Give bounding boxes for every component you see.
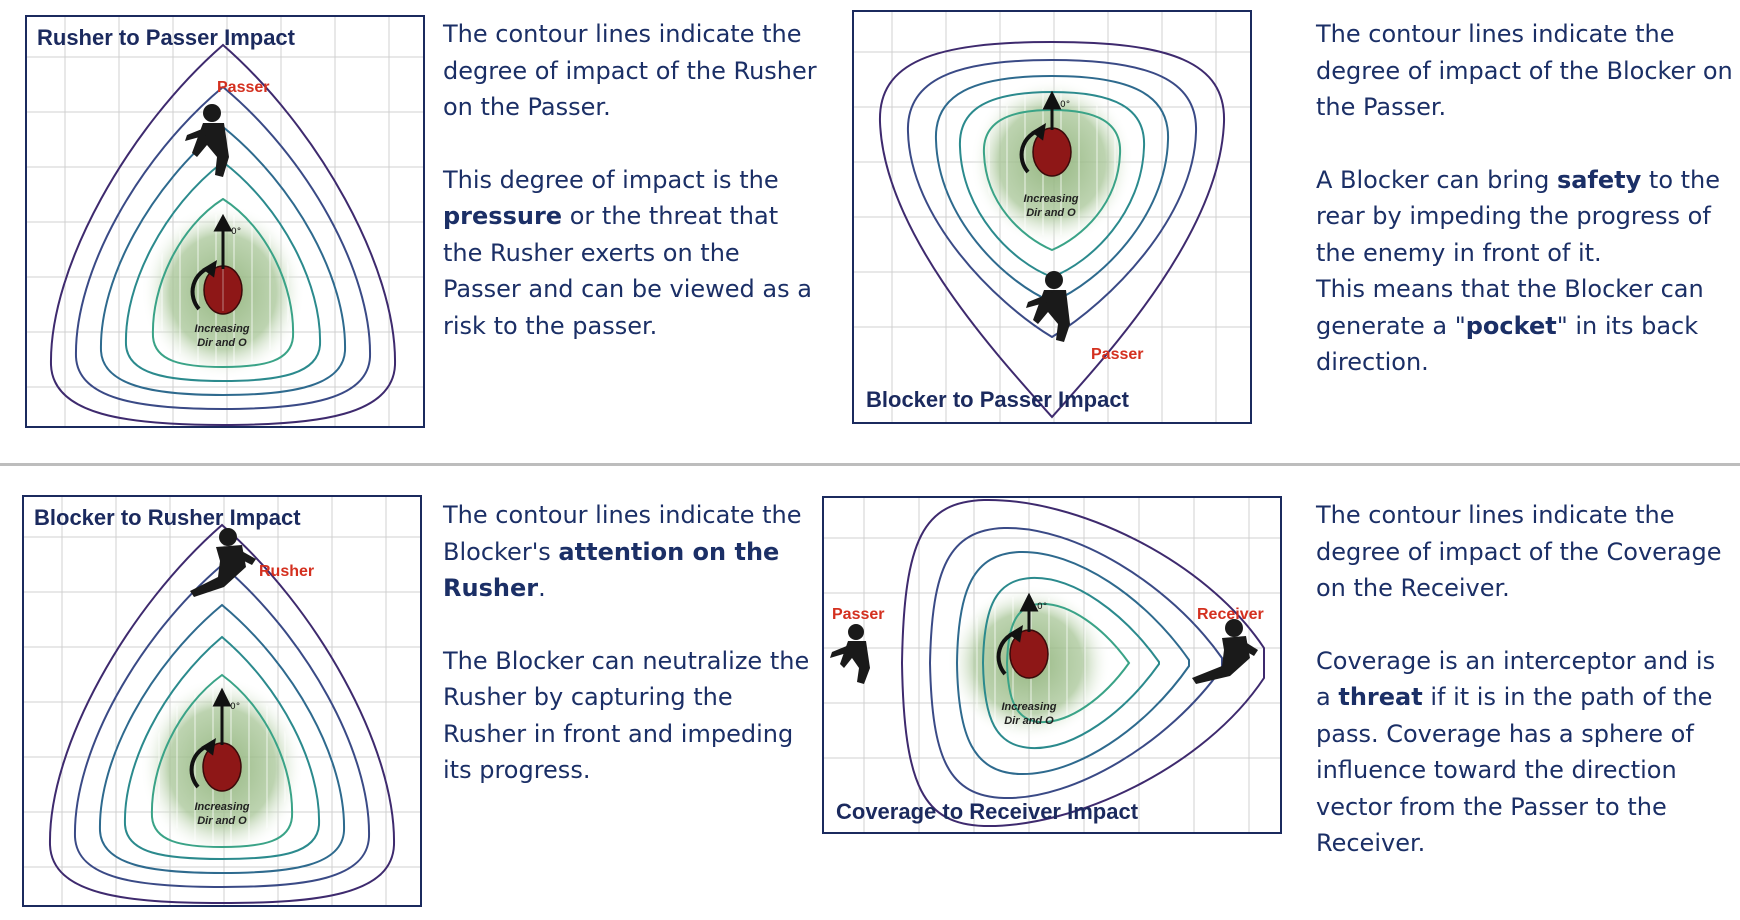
panel-blocker-to-rusher: Blocker to Rusher Impact Rusher Increasi… [22,495,422,907]
desc-p2: The Blocker can neutralize the Rusher by… [443,646,810,785]
description-blocker-passer: The contour lines indicate the degree of… [1316,16,1736,381]
contour-plot-rusher-passer [27,17,423,426]
angle-label: 0° [1037,602,1048,612]
player-silhouette-icon [190,528,256,597]
panel-title: Blocker to Passer Impact [866,387,1129,412]
panel-title: Coverage to Receiver Impact [836,799,1139,824]
contour-plot-coverage-receiver [824,498,1280,832]
desc-p1: The contour lines indicate the degree of… [443,20,817,121]
player-silhouette-icon [830,624,870,684]
player-silhouette-icon [1192,619,1258,684]
panel-title: Rusher to Passer Impact [37,25,295,50]
panel-title: Blocker to Rusher Impact [34,505,301,530]
panel-coverage-to-receiver: Coverage to Receiver Impact Passer Recei… [822,496,1282,834]
target-label: Rusher [259,563,315,580]
desc-p2: A Blocker can bring safety to the rear b… [1316,165,1721,267]
desc-p1: The contour lines indicate the degree of… [1316,501,1722,602]
player-silhouette-icon [185,104,229,177]
desc-p1: The contour lines indicate the Blocker's… [443,501,802,602]
contour-lines [49,43,397,426]
direction-arrow-icon [189,687,232,789]
direction-arrow-icon [1019,90,1062,174]
description-blocker-rusher: The contour lines indicate the Blocker's… [443,497,823,789]
desc-p3: This means that the Blocker can generate… [1316,275,1704,376]
target-label: Passer [217,79,270,96]
target-label: Passer [1091,346,1144,363]
section-divider [0,463,1740,466]
description-rusher-passer: The contour lines indicate the degree of… [443,16,823,344]
origin-label: Increasing Dir and O [194,323,250,349]
player-silhouette-icon [1026,271,1070,342]
direction-arrow-icon [996,592,1039,676]
desc-p2: Coverage is an interceptor and is a thre… [1316,646,1716,858]
desc-p2: This degree of impact is the pressure or… [443,165,812,340]
angle-label: 0° [231,227,242,237]
direction-arrow-icon [190,213,233,311]
contour-plot-blocker-passer [854,12,1250,422]
panel-blocker-to-passer: Blocker to Passer Impact Passer Increasi… [852,10,1252,424]
origin-label: Increasing Dir and O [1001,701,1057,727]
angle-label: 0° [230,702,241,712]
origin-label: Increasing Dir and O [1023,193,1079,219]
contour-plot-blocker-rusher [24,497,420,905]
origin-label: Increasing Dir and O [194,801,250,827]
target-label: Receiver [1197,606,1264,623]
description-coverage-receiver: The contour lines indicate the degree of… [1316,497,1736,862]
desc-p1: The contour lines indicate the degree of… [1316,20,1733,121]
passer-label: Passer [832,606,885,623]
panel-rusher-to-passer: Rusher to Passer Impact Passer Increasin… [25,15,425,428]
angle-label: 0° [1060,100,1071,110]
